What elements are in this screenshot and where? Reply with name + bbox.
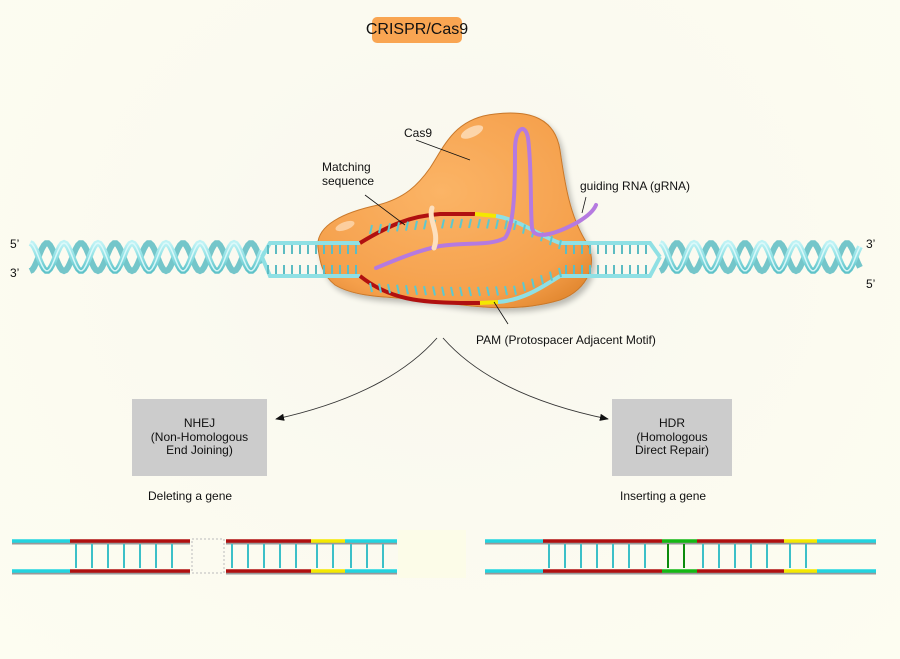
base-pair [486, 219, 490, 229]
base-pair [369, 224, 373, 235]
dna-strand-highlight [659, 242, 861, 272]
base-pair [468, 286, 472, 297]
nhej-title: NHEJ [183, 416, 216, 431]
nhej-subtitle: End Joining) [166, 443, 233, 458]
base-pair [441, 286, 445, 296]
base-pair [504, 285, 508, 296]
base-pair [432, 286, 436, 296]
base-pair [441, 219, 445, 229]
base-pair [486, 286, 490, 296]
hdr-caption: Inserting a gene [620, 489, 707, 503]
cas9-protein [317, 112, 593, 309]
pam-bottom [479, 300, 499, 305]
backbone [260, 256, 360, 278]
base-pair [369, 282, 373, 293]
base-pair [531, 278, 535, 288]
backbone [560, 256, 662, 278]
base-pair [396, 222, 400, 232]
label-grna: guiding RNA (gRNA) [580, 179, 691, 193]
label-line: Matching [322, 160, 371, 174]
dna-strand-back [28, 240, 265, 275]
end-label-left-bottom: 3’ [10, 266, 20, 280]
base-pair [414, 285, 418, 295]
base-pair [558, 267, 562, 278]
hdr-subtitle: Direct Repair) [634, 443, 709, 458]
hdr-result-dna [485, 539, 876, 575]
protein-highlight [460, 125, 484, 139]
base-pair [540, 274, 544, 285]
base-pair [450, 286, 454, 297]
title-badge: CRISPR/Cas9 [366, 17, 468, 43]
arrow-to-hdr [442, 337, 609, 421]
base-pair [468, 218, 472, 229]
base-pair [450, 218, 454, 229]
end-label-right-bottom: 5’ [866, 277, 876, 291]
protein-highlight [335, 220, 355, 232]
nhej-result-dna [12, 530, 466, 578]
label-line: sequence [322, 174, 375, 188]
leader-line-cas9 [415, 139, 471, 161]
base-pair [387, 223, 391, 233]
base-pair [495, 286, 499, 296]
label-cas9: Cas9 [404, 126, 433, 140]
base-pair [396, 284, 400, 294]
nhej-box: NHEJ (Non-Homologous End Joining) [132, 399, 267, 476]
base-pair [513, 220, 517, 231]
nhej-subtitle: (Non-Homologous [150, 429, 249, 444]
dna-strand-back [658, 240, 863, 275]
deleted-segment [191, 538, 225, 574]
dna-strand-highlight [29, 242, 263, 272]
base-pair [558, 239, 562, 250]
base-pair [549, 235, 553, 246]
base-pair [522, 224, 526, 234]
label-matching-sequence: Matching sequence [322, 160, 374, 188]
leader-line-pam [493, 301, 509, 325]
base-pair [414, 220, 418, 231]
arrow-to-nhej [275, 337, 438, 421]
base-pair [477, 218, 481, 229]
backbone [495, 214, 561, 245]
end-label-right-top: 3’ [866, 237, 876, 251]
base-pair [405, 221, 409, 231]
title-text: CRISPR/Cas9 [365, 21, 469, 38]
base-pair [477, 286, 481, 297]
base-pair [405, 285, 409, 295]
base-pair [549, 271, 553, 281]
dna-double-helix-left [28, 239, 265, 275]
backbone [560, 241, 662, 259]
base-pair [522, 282, 526, 292]
unwound-dna [260, 212, 662, 305]
base-pair [387, 283, 391, 294]
leader-line-grna [581, 196, 587, 214]
backbone [497, 274, 562, 304]
base-pair [423, 220, 427, 230]
hdr-title: HDR [659, 416, 685, 431]
base-pair [459, 218, 463, 229]
end-label-left-top: 5’ [10, 237, 20, 251]
guide-rna [374, 126, 598, 270]
matching-sequence-strand [358, 212, 475, 245]
nhej-caption: Deleting a gene [148, 489, 233, 503]
base-pair [459, 286, 463, 297]
label-pam: PAM (Protospacer Adjacent Motif) [476, 333, 656, 347]
base-pair [423, 285, 427, 296]
base-pair [378, 283, 382, 293]
leader-line-matching [364, 194, 406, 226]
backbone [260, 241, 360, 258]
base-pair [378, 223, 382, 234]
base-pair [495, 219, 499, 230]
base-pair [504, 220, 508, 230]
base-pair [513, 285, 517, 295]
cleavage-site [428, 205, 439, 251]
hdr-box: HDR (Homologous Direct Repair) [612, 399, 732, 476]
pam-top [474, 212, 497, 218]
dna-double-helix-right [658, 239, 863, 275]
hdr-subtitle: (Homologous [636, 429, 708, 444]
blank-panel [398, 530, 466, 578]
